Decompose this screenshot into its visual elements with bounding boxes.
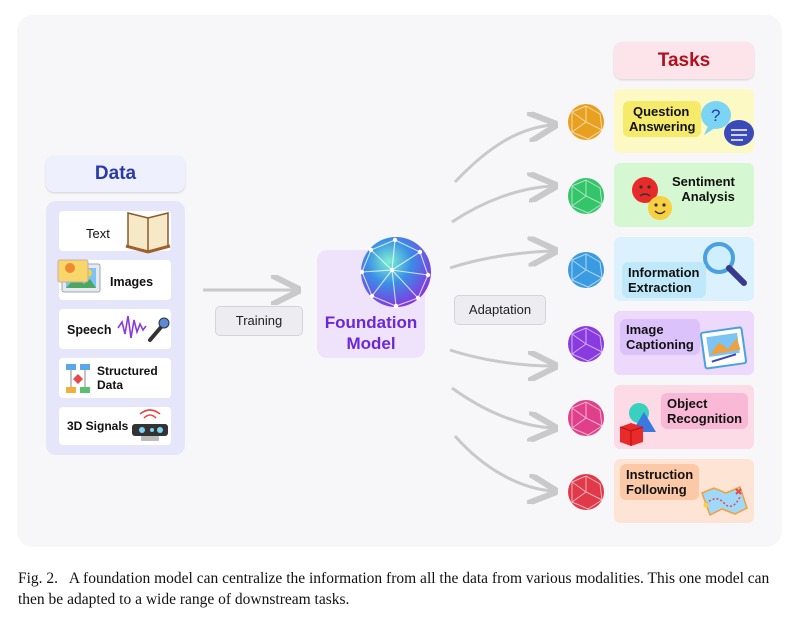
map-icon	[701, 485, 748, 517]
task-label-line: Information	[628, 265, 700, 280]
data-item-structured: Structured Data	[97, 364, 158, 392]
task-label-information-extraction: Information Extraction	[622, 262, 706, 298]
task-label-line: Sentiment	[672, 174, 735, 189]
data-item-images: Images	[110, 275, 154, 289]
data-item-3d-signals: 3D Signals	[67, 419, 129, 433]
task-label-instruction-following: Instruction Following	[620, 464, 700, 500]
task-orb-icon	[568, 178, 604, 214]
task-label-line: Instruction	[626, 467, 694, 482]
emoji-faces-icon	[632, 177, 672, 220]
caption-text: A foundation model can centralize the in…	[18, 570, 770, 608]
sensor-device-icon	[132, 409, 168, 441]
magnifier-icon	[703, 242, 747, 286]
svg-text:?: ?	[711, 106, 720, 125]
task-label-line: Question	[633, 104, 690, 119]
task-label-line: Analysis	[681, 189, 735, 204]
data-panel-title: Data	[46, 156, 185, 192]
task-label-line: Image	[626, 322, 664, 337]
caption-label: Fig. 2.	[18, 570, 59, 587]
task-orb-icon	[568, 326, 604, 362]
task-label-line: Following	[626, 482, 687, 497]
figure-caption: Fig. 2. A foundation model can centraliz…	[18, 568, 788, 610]
adaptation-arrows	[449, 125, 552, 491]
data-item-text: Text	[86, 226, 110, 241]
task-orbs	[568, 104, 604, 510]
task-orb-icon	[568, 400, 604, 436]
task-orb-icon	[568, 252, 604, 288]
data-item-speech: Speech	[67, 323, 112, 337]
data-card-speech	[59, 309, 171, 349]
adaptation-label: Adaptation	[454, 295, 546, 325]
task-label-image-captioning: Image Captioning	[620, 319, 700, 355]
tasks-panel-title: Tasks	[614, 42, 754, 79]
task-label-question-answering: Question Answering	[623, 101, 702, 137]
foundation-globe-icon	[359, 237, 431, 309]
photo-icon	[57, 259, 101, 293]
model-label-line1: Foundation	[324, 313, 418, 332]
question-bubble-icon: ?	[701, 101, 754, 146]
task-label-line: Answering	[629, 119, 696, 134]
task-label-object-recognition: Object Recognition	[661, 393, 749, 429]
task-label-line: Recognition	[667, 411, 743, 426]
task-label-line: Object	[667, 396, 708, 411]
flowchart-icon	[66, 364, 90, 393]
task-orb-icon	[568, 104, 604, 140]
book-icon	[125, 212, 171, 254]
model-label-line2: Model	[346, 334, 396, 353]
picture-card-icon	[699, 326, 748, 370]
training-label: Training	[215, 306, 303, 336]
task-label-line: Extraction	[628, 280, 692, 295]
mic-waveform-icon	[117, 315, 170, 342]
task-label-sentiment-analysis: Sentiment Analysis	[666, 171, 741, 207]
task-orb-icon	[568, 474, 604, 510]
task-label-line: Captioning	[626, 337, 694, 352]
shapes-icon	[619, 403, 656, 446]
